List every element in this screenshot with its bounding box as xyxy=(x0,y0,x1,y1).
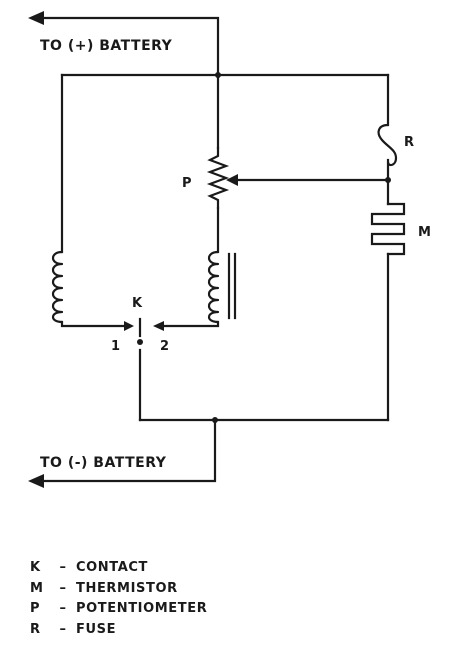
legend-key: K xyxy=(30,560,41,575)
contact-k-label: K xyxy=(132,296,143,311)
legend-dash: – xyxy=(59,560,67,575)
potentiometer-label: P xyxy=(182,176,192,191)
contact-1-arrow xyxy=(124,321,134,331)
contact-k-pivot xyxy=(137,339,143,345)
legend-dash: – xyxy=(59,580,67,596)
legend-desc: THERMISTOR xyxy=(76,580,178,596)
legend-dash: – xyxy=(59,621,67,637)
legend-row-k: K – CONTACT xyxy=(30,558,330,579)
legend-desc: FUSE xyxy=(76,621,117,637)
fuse-symbol xyxy=(377,123,398,167)
negative-battery-label: TO (-) BATTERY xyxy=(40,455,167,471)
legend-row-p: P – POTENTIOMETER xyxy=(30,599,330,620)
legend-desc: CONTACT xyxy=(76,560,148,575)
legend-row-r: R – FUSE xyxy=(30,620,330,641)
negative-battery-lead xyxy=(28,418,217,488)
negative-lead-arrow xyxy=(28,474,44,488)
right-coil-to-contact-2 xyxy=(158,320,220,328)
potentiometer-symbol xyxy=(206,146,230,210)
contact-2-label: 2 xyxy=(160,339,170,354)
contact-1-label: 1 xyxy=(111,339,121,354)
legend-key: R xyxy=(30,621,41,637)
contact-2-arrow xyxy=(153,321,164,331)
legend-dash: – xyxy=(59,601,67,616)
left-coil xyxy=(51,250,64,324)
legend-key: M xyxy=(30,580,44,596)
legend-key: P xyxy=(30,601,41,616)
positive-lead-arrow xyxy=(28,11,44,25)
thermistor-symbol xyxy=(370,202,406,256)
fuse-label: R xyxy=(404,135,415,150)
right-coil xyxy=(207,250,220,324)
positive-battery-label: TO (+) BATTERY xyxy=(40,38,173,54)
left-coil-to-contact-1 xyxy=(60,320,130,328)
pot-wiper-arrow xyxy=(226,174,238,186)
legend-row-m: M – THERMISTOR xyxy=(30,579,330,600)
legend-desc: POTENTIOMETER xyxy=(76,601,208,616)
positive-battery-lead xyxy=(28,11,220,77)
legend: K – CONTACT M – THERMISTOR P – POTENTIOM… xyxy=(30,558,330,640)
thermistor-label: M xyxy=(418,225,431,240)
